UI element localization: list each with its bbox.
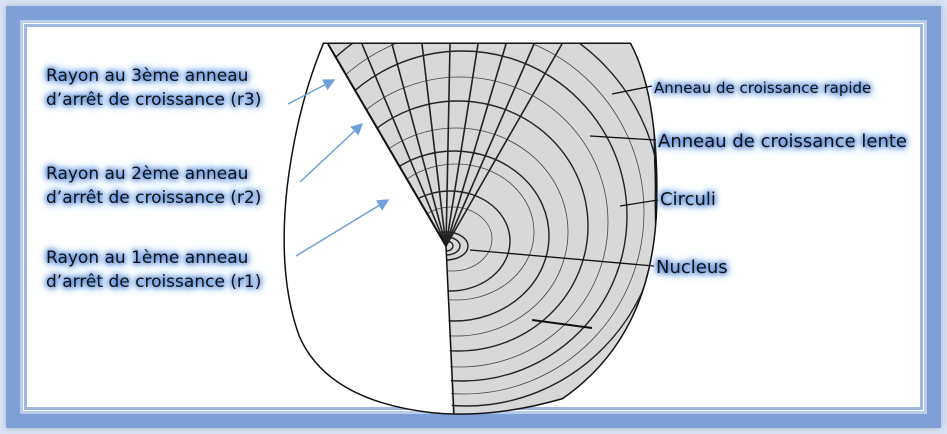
label-r3-line1: Rayon au 3ème anneau	[46, 66, 249, 86]
label-r2-line2: d’arrêt de croissance (r2)	[46, 188, 262, 208]
label-r3-line2: d’arrêt de croissance (r3)	[46, 90, 262, 110]
label-nucleus: Nucleus	[656, 257, 728, 278]
label-slow-growth-ring: Anneau de croissance lente	[658, 131, 908, 152]
scale-illustration	[232, 36, 658, 416]
scale-drawing	[283, 42, 658, 415]
label-fast-growth-ring: Anneau de croissance rapide	[654, 79, 872, 97]
radial-lines	[327, 44, 563, 247]
label-r2: Rayon au 2ème anneau d’arrêt de croissan…	[46, 162, 261, 210]
label-r1: Rayon au 1ème anneau d’arrêt de croissan…	[46, 246, 261, 294]
label-circuli: Circuli	[660, 189, 716, 210]
label-r3: Rayon au 3ème anneau d’arrêt de croissan…	[46, 64, 261, 112]
label-r2-line1: Rayon au 2ème anneau	[46, 164, 249, 184]
label-r1-line1: Rayon au 1ème anneau	[46, 248, 249, 268]
label-r1-line2: d’arrêt de croissance (r1)	[46, 272, 262, 292]
